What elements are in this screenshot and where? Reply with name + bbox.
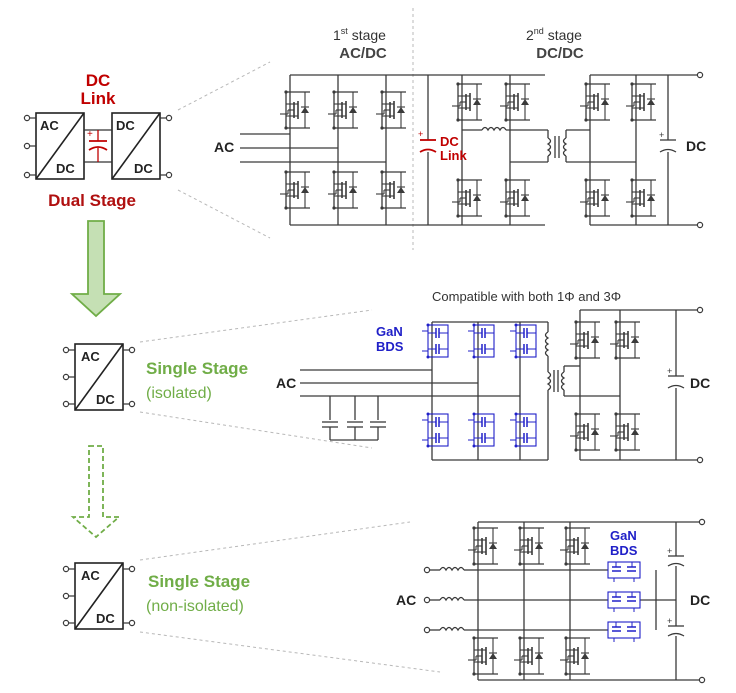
bot-gan-line2: BDS bbox=[610, 543, 638, 558]
top-dclink-line2: Link bbox=[440, 148, 467, 163]
single-stage-nonisolated-label: Single Stage bbox=[148, 572, 250, 591]
svg-text:+: + bbox=[87, 129, 93, 140]
mid-dc-label: DC bbox=[690, 375, 710, 391]
dual-stage-circuit: 1st stage AC/DC 2nd stage DC/DC bbox=[214, 26, 706, 229]
stage2-name: DC/DC bbox=[536, 45, 584, 62]
stage2-heading: 2nd stage bbox=[526, 26, 582, 43]
single-stage-isolated-label: Single Stage bbox=[146, 359, 248, 378]
mid-gan-line1: GaN bbox=[376, 324, 403, 339]
isolated-matrix-circuit: Compatible with both 1Φ and 3Φ GaN BDS bbox=[276, 289, 710, 464]
svg-text:+: + bbox=[418, 129, 423, 139]
mid-gan-line2: BDS bbox=[376, 339, 404, 354]
ac-dc-block-ac: AC bbox=[40, 118, 59, 133]
dc-link-label-line2: Link bbox=[81, 89, 116, 108]
bot-gan-line1: GaN bbox=[610, 528, 637, 543]
svg-text:+: + bbox=[667, 546, 672, 556]
top-ac-label: AC bbox=[214, 139, 234, 155]
svg-text:+: + bbox=[667, 616, 672, 626]
svg-text:+: + bbox=[659, 130, 664, 140]
isolated-sub-label: (isolated) bbox=[146, 385, 212, 402]
top-dclink-line1: DC bbox=[440, 134, 459, 149]
stage1-heading: 1st stage bbox=[333, 26, 386, 43]
dual-stage-block: DC Link AC DC DC DC + Dual Stage bbox=[23, 71, 173, 210]
mid-ac-label: AC bbox=[276, 375, 296, 391]
guide-lines bbox=[139, 8, 441, 673]
dual-stage-label: Dual Stage bbox=[48, 191, 136, 210]
dc-dc-block-dc-in: DC bbox=[116, 118, 135, 133]
svg-text:+: + bbox=[667, 366, 672, 376]
nonisolated-sub-label: (non-isolated) bbox=[146, 598, 244, 615]
compat-note: Compatible with both 1Φ and 3Φ bbox=[432, 289, 621, 304]
single-stage-nonisolated-block: AC DC Single Stage (non-isolated) bbox=[62, 562, 250, 630]
iso-block-ac: AC bbox=[81, 349, 100, 364]
dc-link-label-line1: DC bbox=[86, 71, 111, 90]
ac-dc-block-dc: DC bbox=[56, 161, 75, 176]
stage1-name: AC/DC bbox=[339, 45, 387, 62]
single-stage-isolated-block: AC DC Single Stage (isolated) bbox=[62, 343, 248, 411]
noniso-block-dc: DC bbox=[96, 611, 115, 626]
solid-down-arrow bbox=[69, 220, 123, 318]
dashed-down-arrow bbox=[70, 445, 122, 539]
noniso-block-ac: AC bbox=[81, 568, 100, 583]
nonisolated-circuit: GaN BDS bbox=[396, 518, 710, 684]
bot-dc-label: DC bbox=[690, 592, 710, 608]
dc-dc-block-dc-out: DC bbox=[134, 161, 153, 176]
bot-ac-label: AC bbox=[396, 592, 416, 608]
iso-block-dc: DC bbox=[96, 392, 115, 407]
top-dc-label: DC bbox=[686, 138, 706, 154]
